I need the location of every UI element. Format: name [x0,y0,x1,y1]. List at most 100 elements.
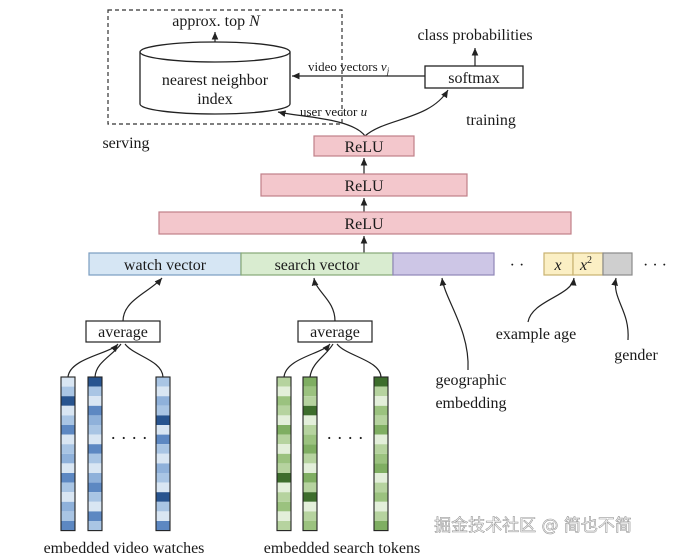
embedding-cell [374,511,388,521]
user-vector-label: user vector u [300,104,368,119]
embedding-column-border [155,376,171,532]
embedding-cell [303,415,317,425]
embedding-cell [88,434,102,445]
embedding-cell [374,425,388,435]
relu-top-label: ReLU [344,139,384,156]
embedding-cell [303,444,317,454]
embedding-cell [88,501,102,512]
embedding-cell [156,386,170,397]
nearest-neighbor-index-cylinder [139,41,291,115]
video-vectors-label: video vectors vj [308,59,390,76]
relu-bottom-box [158,211,572,235]
embedding-cell [61,492,75,502]
embedding-cell [156,463,170,473]
embedding-cell [61,511,75,521]
embedding-cell [277,405,291,416]
embedding-cell [156,501,170,512]
embedding-cell [374,377,388,387]
serving-dashed-box [107,9,343,125]
search-token-column [373,376,389,532]
embedding-cell [374,521,388,531]
embedding-cell [61,405,75,416]
ellipsis-mid: · · [510,257,525,274]
embedding-cell [156,425,170,435]
embedding-cell [277,386,291,397]
embedding-cell [156,434,170,445]
embedding-cell [277,521,291,531]
gender-label: gender [614,347,658,364]
embedding-cell [374,453,388,464]
embedding-column-border [373,376,389,532]
embedding-cell [374,463,388,473]
embedding-cell [303,492,317,502]
dots-right: · · · · [326,428,363,448]
embedding-cell [88,453,102,464]
embedding-cell [303,405,317,416]
relu-mid-label: ReLU [344,178,384,195]
ellipsis-right: · · · [643,257,667,274]
geographic-embedding-label-line1: geographic [435,372,506,389]
embedding-cell [61,425,75,435]
gender-box [602,252,633,276]
serving-label: serving [102,135,149,152]
embedding-cell [61,463,75,473]
embedding-cell [156,415,170,425]
embedding-cell [277,453,291,464]
embedding-cell [303,463,317,473]
embedding-cell [277,396,291,406]
embedding-cell [61,482,75,493]
relu-mid-box [260,173,468,197]
embedding-cell [88,473,102,483]
embedded-search-tokens-label: embedded search tokens [264,540,420,557]
arrow-gender-to-concat [611,277,629,341]
arrow-geo-to-concat [439,277,469,371]
embedding-cell [61,396,75,406]
embedding-cell [303,386,317,397]
embedding-cell [277,473,291,483]
average-label-right: average [310,324,360,341]
softmax-label: softmax [448,70,500,87]
embedding-cell [374,444,388,454]
embedding-cell [88,377,102,387]
search-token-converging-lines [283,343,382,378]
embedding-cell [156,377,170,387]
average-label-left: average [98,324,148,341]
dots-left: · · · · [110,428,147,448]
training-label: training [466,112,516,129]
approx-top-n-label: approx. top N [172,13,261,30]
embedding-cell [277,377,291,387]
embedding-cell [277,434,291,445]
example-age-x-label: x [553,257,561,274]
embedding-cell [61,434,75,445]
embedding-cell [156,492,170,502]
embedding-cell [374,501,388,512]
embedding-cell [61,501,75,512]
embedding-cell [61,386,75,397]
embedding-cell [277,415,291,425]
embedding-cell [277,425,291,435]
embedding-cell [156,482,170,493]
watermark-text: 掘金技术社区 @ 简也不简 [434,516,632,536]
embedding-cell [303,453,317,464]
embedding-cell [88,482,102,493]
embedding-cell [156,453,170,464]
embedding-cell [303,501,317,512]
embedding-cell [156,444,170,454]
arrow-average-to-watch [122,277,163,322]
embedding-cell [61,473,75,483]
embedding-cell [303,482,317,493]
example-age-label: example age [496,326,576,343]
embedding-column-border [302,376,318,532]
embedding-cell [156,521,170,531]
embedding-cell [88,521,102,531]
embedding-cell [277,511,291,521]
embedding-cell [374,405,388,416]
embedding-cell [88,415,102,425]
embedding-cell [88,492,102,502]
class-probabilities-label: class probabilities [417,27,532,44]
embedding-cell [61,377,75,387]
video-watch-column [60,376,76,532]
geographic-embedding-box [392,252,495,276]
embedding-cell [374,396,388,406]
